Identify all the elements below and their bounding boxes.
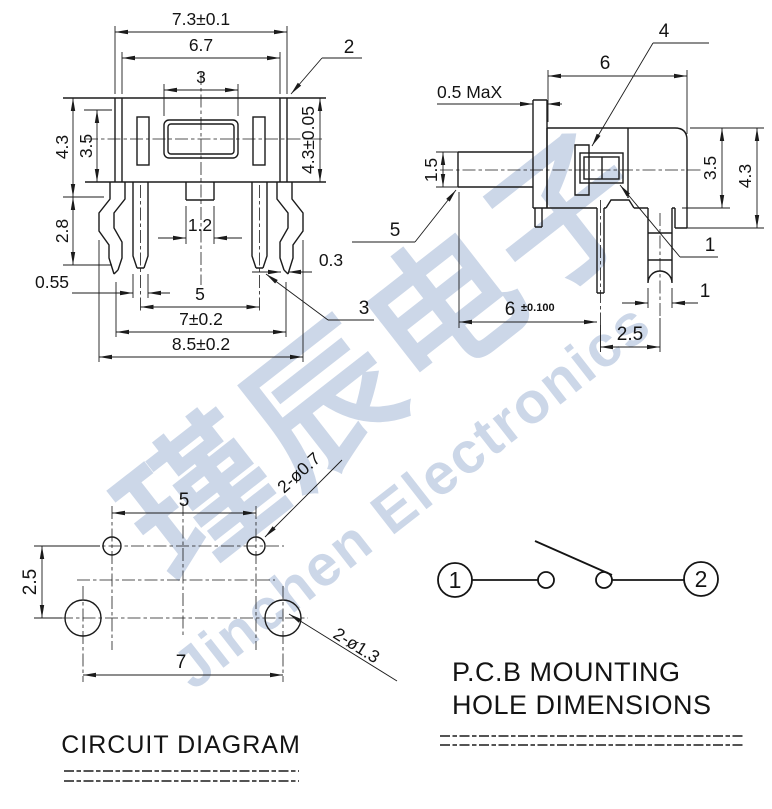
dim-side-plunger-height: 1.5	[421, 158, 441, 182]
terminal-2-circle	[683, 561, 719, 597]
front-centerlines	[85, 72, 322, 312]
right-slot	[252, 116, 266, 166]
stem-holder	[574, 144, 590, 196]
large-hole-left	[64, 599, 102, 637]
pcb-caption-underline	[64, 770, 299, 782]
dim-side-terminal-width: 1	[700, 281, 711, 302]
left-bracket-leg	[98, 182, 126, 275]
dim-side-pin-to-face-tolerance: ±0.100	[521, 302, 555, 314]
front-dimensions: 7.3±0.1 6.7 3 2 4.3±0.05 4.3 3.5	[35, 9, 374, 362]
small-hole-left	[102, 536, 122, 556]
center-boss	[185, 182, 215, 201]
dim-pcb-bottom-pitch: 7	[176, 652, 187, 673]
dim-front-flange-width: 7.3±0.1	[172, 9, 230, 29]
dim-side-height-total: 4.3	[735, 164, 755, 188]
right-bracket-leg	[276, 182, 304, 275]
side-centerlines	[440, 169, 702, 325]
button-side	[579, 152, 624, 184]
dim-front-overall-width: 8.5±0.2	[172, 334, 230, 354]
pcb-layout-caption: CIRCUIT DIAGRAM	[61, 731, 301, 759]
callout-small-holes: 2-ø0.7	[273, 448, 324, 497]
callout-3-label: 3	[359, 298, 370, 319]
circuit-schematic: 1 2 P.C.B MOUNTING HOLE DIMENSIONS	[437, 540, 745, 746]
schematic-caption-underline	[440, 735, 745, 746]
dim-front-button-width: 3	[196, 67, 206, 87]
switch-body-outline	[63, 97, 326, 201]
callout-5-label: 5	[390, 220, 401, 241]
small-hole-right	[246, 536, 266, 556]
callout-1-label: 1	[705, 235, 716, 256]
side-dimensions: 6 0.5 MaX 4 1.5 5 6 ±0.100 2.5	[352, 21, 764, 352]
dim-front-body-width: 6.7	[189, 35, 213, 55]
callout-4-label: 4	[659, 21, 670, 42]
callout-large-holes: 2-ø1.3	[330, 623, 383, 667]
switch-arm	[534, 540, 613, 576]
front-view: 7.3±0.1 6.7 3 2 4.3±0.05 4.3 3.5	[35, 9, 374, 362]
dim-front-height-body: 4.3	[52, 135, 72, 159]
dim-front-height-inner: 3.5	[76, 134, 96, 158]
dim-side-body-depth: 6	[600, 53, 611, 74]
side-body-outline	[457, 99, 688, 294]
dim-pcb-top-pitch: 5	[179, 490, 190, 511]
dim-side-pin-to-face: 6	[505, 299, 516, 320]
dim-front-bracket-pitch: 7±0.2	[179, 309, 223, 329]
callout-2-label: 2	[344, 37, 355, 58]
dim-front-center-boss: 1.2	[188, 215, 212, 235]
front-pins	[98, 182, 304, 275]
dim-front-bracket-tip: 0.3	[319, 250, 343, 270]
dim-pcb-row-pitch: 2.5	[20, 569, 41, 595]
contact-right	[595, 571, 613, 589]
dim-side-flange-thickness: 0.5 MaX	[437, 82, 502, 102]
plunger	[457, 151, 533, 188]
terminal-2-number: 2	[695, 566, 708, 592]
dim-front-pin-pitch: 5	[195, 284, 205, 304]
dim-side-height-inner: 3.5	[700, 156, 720, 180]
dim-front-height-right: 4.3±0.05	[298, 106, 318, 174]
dim-front-leg-length: 2.8	[52, 219, 72, 243]
schematic-caption-line2: HOLE DIMENSIONS	[452, 690, 712, 720]
pcb-dimensions: 5 2.5 7 2-ø0.7 2-ø1.3	[20, 448, 398, 682]
left-slot	[136, 116, 150, 166]
dim-side-pin-pitch: 2.5	[617, 324, 643, 345]
terminal-1-number: 1	[449, 567, 462, 593]
contact-left	[537, 571, 555, 589]
schematic-caption-line1: P.C.B MOUNTING	[452, 657, 681, 687]
side-view: 6 0.5 MaX 4 1.5 5 6 ±0.100 2.5	[352, 21, 764, 352]
mounting-flange	[532, 99, 548, 209]
pcb-hole-layout: 5 2.5 7 2-ø0.7 2-ø1.3 CIRCUIT DIAGRAM	[20, 448, 398, 782]
dim-front-pin-width: 0.55	[35, 272, 69, 292]
